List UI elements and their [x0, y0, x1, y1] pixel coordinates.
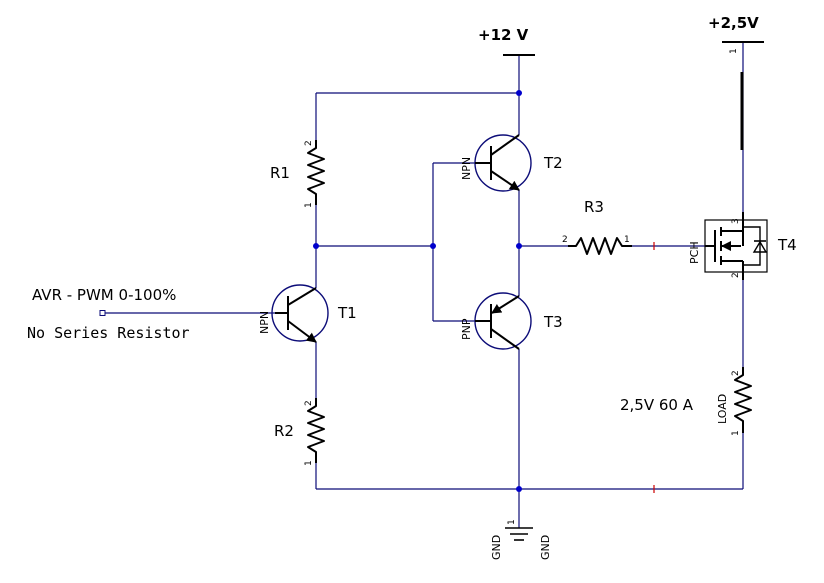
- t2-emitter-lead: [490, 170, 520, 191]
- transistor-t1: NPN T1: [258, 284, 357, 343]
- ground-symbol: 1 GND GND: [490, 519, 552, 560]
- load-label: LOAD: [716, 394, 729, 424]
- t1-emitter-lead: [287, 320, 317, 343]
- resistor-r3-label: R3: [584, 198, 604, 216]
- t2-collector-lead: [490, 134, 520, 156]
- transistor-t3: PNP T3: [460, 292, 563, 350]
- t2-type-label: NPN: [460, 157, 473, 180]
- supply-2v5-pin: 1: [729, 48, 739, 54]
- r1-pin-top: 2: [304, 140, 314, 146]
- wires: [103, 42, 744, 528]
- t4-diode-icon: [752, 240, 768, 253]
- input-note: No Series Resistor: [27, 324, 190, 342]
- t1-type-label: NPN: [258, 311, 271, 334]
- r2-pin-top: 2: [304, 400, 314, 406]
- junction-r1-t1: [313, 243, 319, 249]
- resistor-r3: 2 1 R3: [562, 198, 632, 255]
- supply-12v-label: +12 V: [478, 26, 529, 44]
- t4-pin-bottom: 2: [731, 272, 741, 278]
- t3-collector-lead: [490, 328, 520, 350]
- resistor-r1: 2 1 R1: [270, 140, 325, 208]
- junction-top: [516, 90, 522, 96]
- t4-pin-top: 3: [731, 218, 741, 224]
- resistor-r3-zigzag: [568, 237, 632, 255]
- transistor-t4: 3 2 PCH T4: [688, 212, 797, 280]
- load-pin-bottom: 1: [731, 430, 741, 436]
- junction-ground: [516, 486, 522, 492]
- r2-pin-bottom: 1: [304, 460, 314, 466]
- resistor-r2-label: R2: [274, 422, 294, 440]
- load-zigzag: [734, 367, 752, 433]
- gnd-pin: 1: [507, 519, 517, 525]
- supply-2v5: +2,5V 1: [708, 14, 764, 54]
- junction-output: [516, 243, 522, 249]
- r3-pin-right: 1: [624, 235, 630, 245]
- input-label: AVR - PWM 0-100%: [32, 286, 176, 304]
- supply-12v: +12 V: [478, 26, 535, 56]
- junction-bases: [430, 243, 436, 249]
- gnd-label-left: GND: [490, 535, 503, 560]
- t4-diode-loop: [743, 226, 761, 266]
- resistor-r1-label: R1: [270, 164, 290, 182]
- t4-name-label: T4: [777, 236, 797, 254]
- load-resistor: 2 1 LOAD 2,5V 60 A: [620, 367, 752, 436]
- resistor-r2-zigzag: [307, 398, 325, 463]
- supply-2v5-label: +2,5V: [708, 14, 759, 32]
- t1-name-label: T1: [337, 304, 357, 322]
- t1-body: [271, 284, 329, 342]
- load-pin-top: 2: [731, 370, 741, 376]
- transistor-t2: NPN T2: [460, 134, 563, 192]
- pwm-input: AVR - PWM 0-100% No Series Resistor: [27, 286, 190, 342]
- load-rating: 2,5V 60 A: [620, 396, 694, 414]
- r1-pin-bottom: 1: [304, 202, 314, 208]
- junctions: [313, 90, 522, 492]
- gnd-label-right: GND: [539, 535, 552, 560]
- t1-collector-lead: [287, 287, 317, 306]
- t2-name-label: T2: [543, 154, 563, 172]
- r3-pin-left: 2: [562, 235, 568, 245]
- t3-type-label: PNP: [460, 318, 473, 340]
- t3-name-label: T3: [543, 313, 563, 331]
- input-terminal: [99, 310, 106, 316]
- resistor-r2: 2 1 R2: [274, 398, 325, 466]
- resistor-r1-zigzag: [307, 140, 325, 205]
- t3-emitter-lead: [491, 295, 520, 314]
- t4-type-label: PCH: [688, 241, 701, 264]
